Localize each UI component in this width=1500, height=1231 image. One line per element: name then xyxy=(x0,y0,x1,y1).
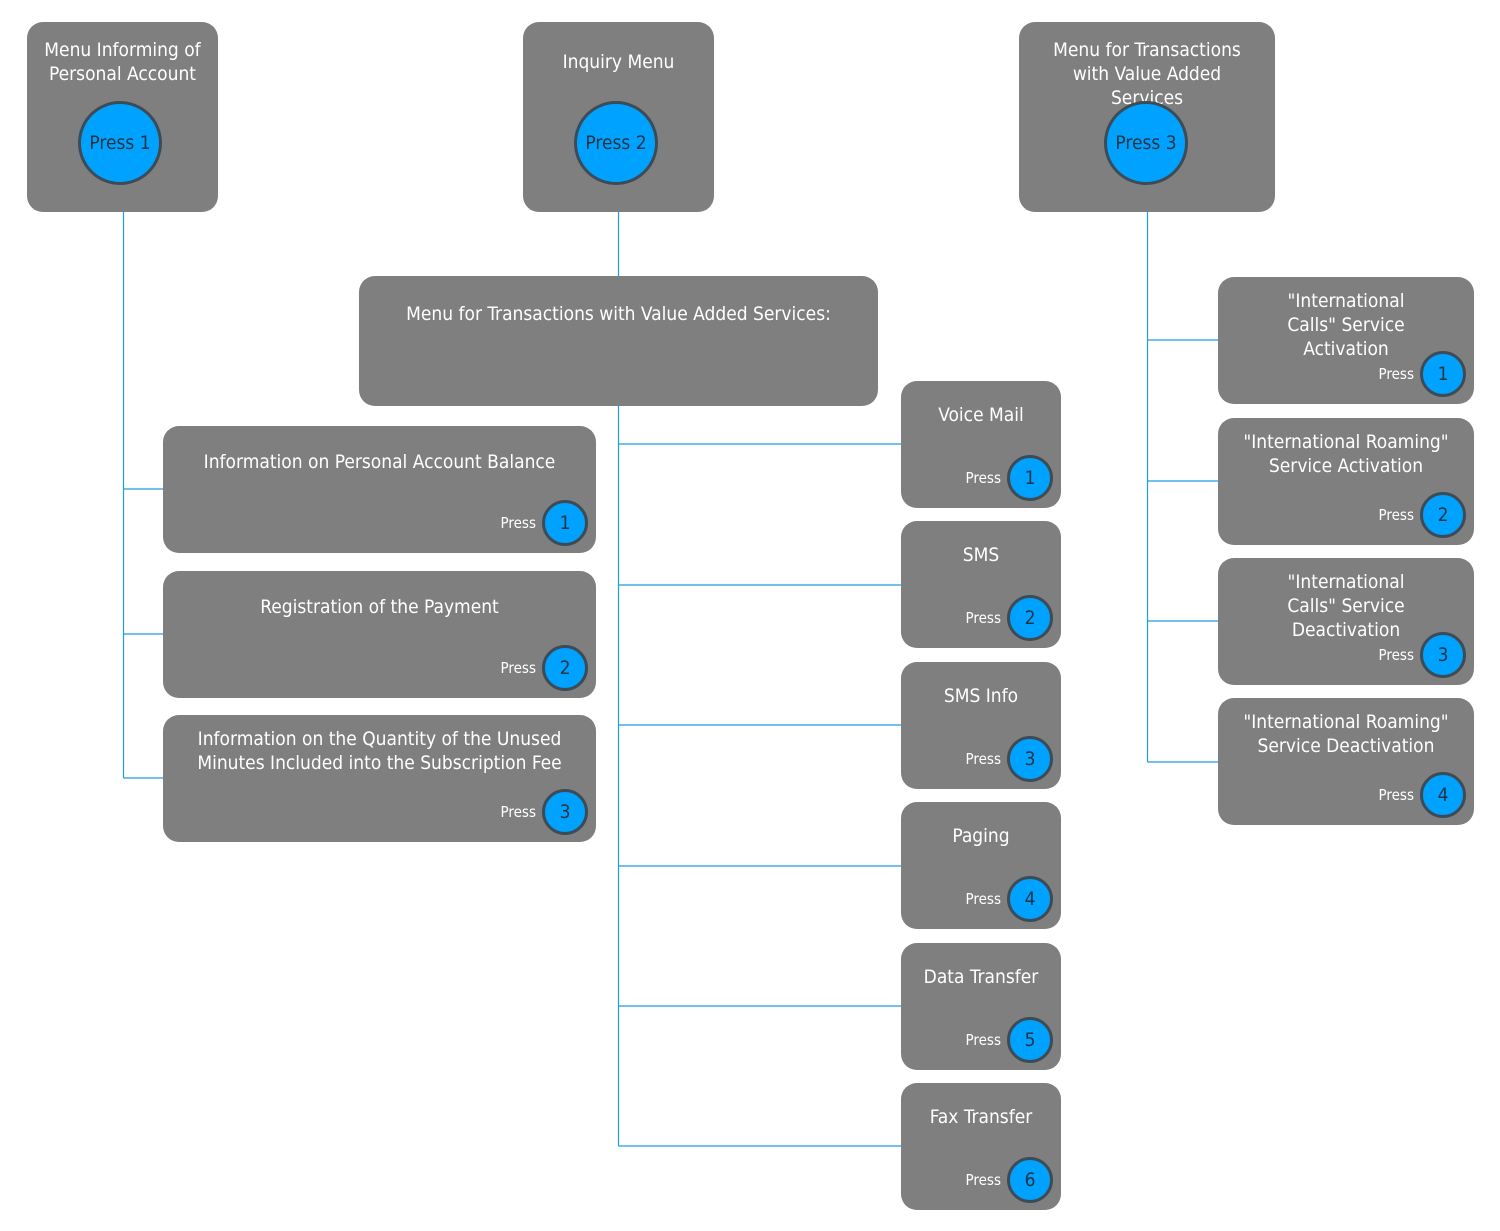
press-label: Press xyxy=(500,514,536,532)
press-3-circle[interactable]: Press 3 xyxy=(1104,101,1188,185)
inquiry-group-box: Menu for Transactions with Value Added S… xyxy=(359,276,878,406)
press-label: Press xyxy=(500,659,536,677)
item-title: "International Calls" Service Deactivati… xyxy=(1287,571,1405,641)
number-5-button[interactable]: 5 xyxy=(1007,1017,1053,1063)
press-row: Press 1 xyxy=(501,500,588,546)
item-title: Fax Transfer xyxy=(929,1106,1033,1128)
press-label: Press xyxy=(1378,506,1414,524)
press-row: Press 3 xyxy=(1379,632,1466,678)
press-label: Press xyxy=(965,469,1001,487)
press-label: Press xyxy=(500,803,536,821)
number-4-button[interactable]: 4 xyxy=(1420,772,1466,818)
number-1-button[interactable]: 1 xyxy=(1420,351,1466,397)
vas-item-roaming-deactivation[interactable]: "International Roaming" Service Deactiva… xyxy=(1218,698,1474,825)
press-row: Press 1 xyxy=(966,455,1053,501)
top-menu-title: Menu for Transactions with Value Added S… xyxy=(1053,39,1241,109)
inquiry-item-paging[interactable]: Paging Press 4 xyxy=(901,802,1061,929)
press-label: Press xyxy=(965,750,1001,768)
number-3-button[interactable]: 3 xyxy=(1007,736,1053,782)
vas-item-calls-deactivation[interactable]: "International Calls" Service Deactivati… xyxy=(1218,558,1474,685)
press-label: Press xyxy=(965,1031,1001,1049)
press-row: Press 2 xyxy=(501,645,588,691)
item-title: "International Roaming" Service Deactiva… xyxy=(1243,711,1449,757)
press-row: Press 6 xyxy=(966,1157,1053,1203)
item-title: SMS Info xyxy=(943,685,1019,707)
item-title: SMS xyxy=(962,544,1000,566)
press-label: Press xyxy=(1378,365,1414,383)
item-title: Paging xyxy=(952,825,1010,847)
vas-item-roaming-activation[interactable]: "International Roaming" Service Activati… xyxy=(1218,418,1474,545)
item-title: Data Transfer xyxy=(923,966,1039,988)
press-row: Press 3 xyxy=(501,789,588,835)
vas-item-calls-activation[interactable]: "International Calls" Service Activation… xyxy=(1218,277,1474,404)
inquiry-item-sms-info[interactable]: SMS Info Press 3 xyxy=(901,662,1061,789)
item-title: "International Calls" Service Activation xyxy=(1287,290,1405,360)
inquiry-item-data-transfer[interactable]: Data Transfer Press 5 xyxy=(901,943,1061,1070)
number-3-button[interactable]: 3 xyxy=(542,789,588,835)
number-4-button[interactable]: 4 xyxy=(1007,876,1053,922)
number-1-button[interactable]: 1 xyxy=(1007,455,1053,501)
inquiry-item-voice-mail[interactable]: Voice Mail Press 1 xyxy=(901,381,1061,508)
press-row: Press 3 xyxy=(966,736,1053,782)
account-item-balance[interactable]: Information on Personal Account Balance … xyxy=(163,426,596,553)
account-item-payment[interactable]: Registration of the Payment Press 2 xyxy=(163,571,596,698)
number-2-button[interactable]: 2 xyxy=(542,645,588,691)
press-row: Press 2 xyxy=(1379,492,1466,538)
item-title: Registration of the Payment xyxy=(260,596,499,618)
press-label: Press xyxy=(965,1171,1001,1189)
item-title: "International Roaming" Service Activati… xyxy=(1243,431,1449,477)
press-label: Press xyxy=(965,609,1001,627)
number-1-button[interactable]: 1 xyxy=(542,500,588,546)
item-title: Voice Mail xyxy=(938,404,1024,426)
top-menu-inquiry[interactable]: Inquiry Menu Press 2 xyxy=(523,22,714,212)
press-label: Press xyxy=(1378,646,1414,664)
press-2-circle[interactable]: Press 2 xyxy=(574,101,658,185)
press-row: Press 2 xyxy=(966,595,1053,641)
account-item-unused-minutes[interactable]: Information on the Quantity of the Unuse… xyxy=(163,715,596,842)
press-row: Press 5 xyxy=(966,1017,1053,1063)
inquiry-group-title: Menu for Transactions with Value Added S… xyxy=(406,303,831,325)
press-row: Press 1 xyxy=(1379,351,1466,397)
number-3-button[interactable]: 3 xyxy=(1420,632,1466,678)
top-menu-title: Inquiry Menu xyxy=(562,51,675,73)
press-row: Press 4 xyxy=(1379,772,1466,818)
number-2-button[interactable]: 2 xyxy=(1007,595,1053,641)
press-label: Press xyxy=(965,890,1001,908)
top-menu-title: Menu Informing of Personal Account xyxy=(44,39,201,85)
item-title: Information on the Quantity of the Unuse… xyxy=(197,728,562,774)
number-6-button[interactable]: 6 xyxy=(1007,1157,1053,1203)
number-2-button[interactable]: 2 xyxy=(1420,492,1466,538)
top-menu-value-added-services[interactable]: Menu for Transactions with Value Added S… xyxy=(1019,22,1275,212)
item-title: Information on Personal Account Balance xyxy=(203,451,556,473)
top-menu-personal-account[interactable]: Menu Informing of Personal Account Press… xyxy=(27,22,218,212)
press-label: Press xyxy=(1378,786,1414,804)
inquiry-item-sms[interactable]: SMS Press 2 xyxy=(901,521,1061,648)
press-1-circle[interactable]: Press 1 xyxy=(78,101,162,185)
inquiry-item-fax-transfer[interactable]: Fax Transfer Press 6 xyxy=(901,1083,1061,1210)
press-row: Press 4 xyxy=(966,876,1053,922)
